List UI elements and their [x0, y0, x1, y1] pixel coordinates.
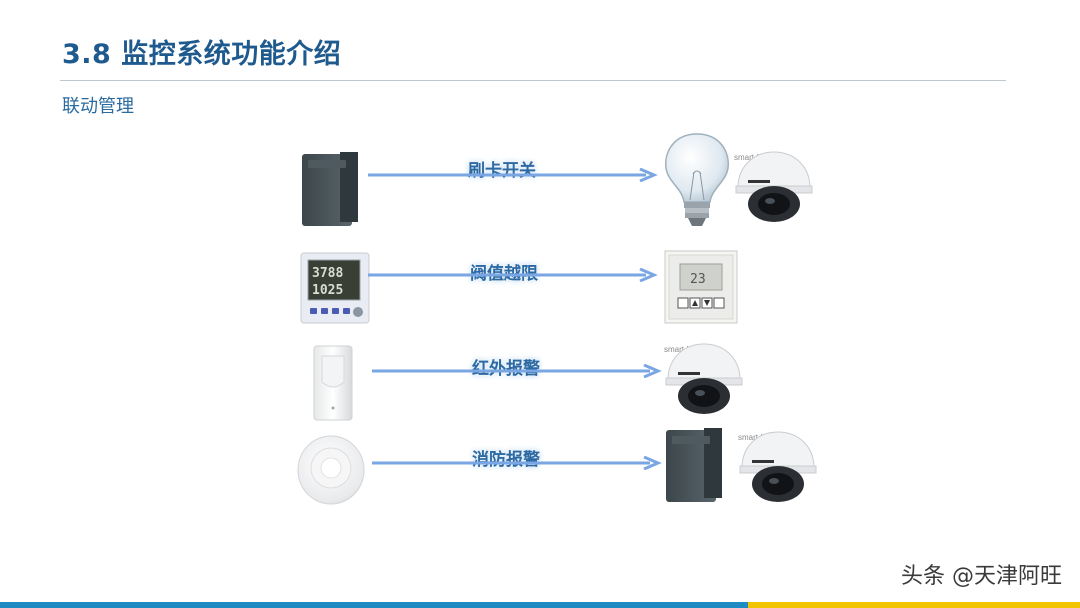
section-subtitle: 联动管理	[62, 96, 134, 117]
thermostat-readout: 23	[690, 272, 706, 287]
light-bulb-icon	[660, 132, 734, 236]
svg-text:smart IPC: smart IPC	[664, 345, 700, 354]
row-label-infrared-alarm: 红外报警	[472, 359, 540, 379]
dome-camera-icon: smart IPC	[660, 336, 744, 422]
smoke-detector-icon	[296, 432, 366, 510]
title-divider	[60, 80, 1006, 81]
footer-bar-blue	[0, 602, 748, 608]
footer-bar	[0, 602, 1080, 608]
svg-text:smart IPC: smart IPC	[734, 153, 770, 162]
arrow-row-4	[372, 456, 662, 470]
arrow-row-1	[368, 168, 658, 182]
card-reader-icon	[664, 426, 726, 508]
dome-camera-icon: smart IPC	[734, 424, 818, 510]
thermostat-panel-icon: 23	[664, 250, 738, 328]
arrow-row-2	[368, 268, 658, 282]
arrow-row-3	[372, 364, 662, 378]
sensor-readout-2: 1025	[312, 283, 343, 298]
sensor-display-icon: 3788 1025	[300, 252, 370, 328]
dome-camera-icon: smart IPC	[730, 144, 814, 230]
row-label-fire-alarm: 消防报警	[472, 450, 540, 470]
svg-text:smart IPC: smart IPC	[738, 433, 774, 442]
watermark: 头条 @天津阿旺	[901, 564, 1062, 589]
sensor-readout-1: 3788	[312, 266, 343, 281]
card-reader-icon	[300, 150, 362, 232]
page-title: 3.8 监控系统功能介绍	[62, 39, 342, 70]
footer-bar-yellow	[748, 602, 1080, 608]
infrared-detector-icon	[312, 344, 354, 426]
